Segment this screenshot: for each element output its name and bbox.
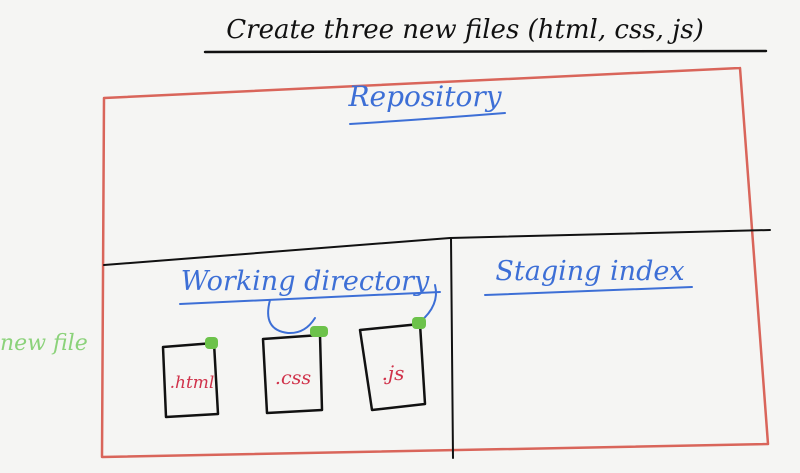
working-directory-underline [179, 291, 441, 305]
file-js: .js [358, 317, 427, 412]
vertical-divider [450, 237, 454, 459]
file-html: .html [161, 337, 220, 419]
staging-index-label: Staging index [495, 256, 684, 287]
side-note: new file [0, 331, 88, 356]
staging-index-underline [484, 286, 693, 296]
file-css-marker [310, 326, 328, 337]
file-html-label: .html [170, 373, 215, 393]
outer-frame [100, 66, 770, 459]
file-css-box [261, 333, 324, 415]
file-html-box [161, 341, 220, 419]
file-html-marker [205, 337, 218, 349]
file-css: .css [261, 326, 328, 415]
file-js-label: .js [382, 361, 405, 385]
diagram-title: Create three new files (html, css, js) [226, 15, 703, 45]
working-directory-label: Working directory [181, 266, 430, 297]
repository-label: Repository [347, 80, 502, 113]
file-js-box [358, 322, 427, 412]
file-css-label: .css [275, 367, 311, 389]
file-js-marker [412, 317, 426, 329]
working-directory-arrow-curve [267, 299, 316, 335]
repository-underline [349, 112, 506, 125]
title-underline [203, 49, 768, 54]
